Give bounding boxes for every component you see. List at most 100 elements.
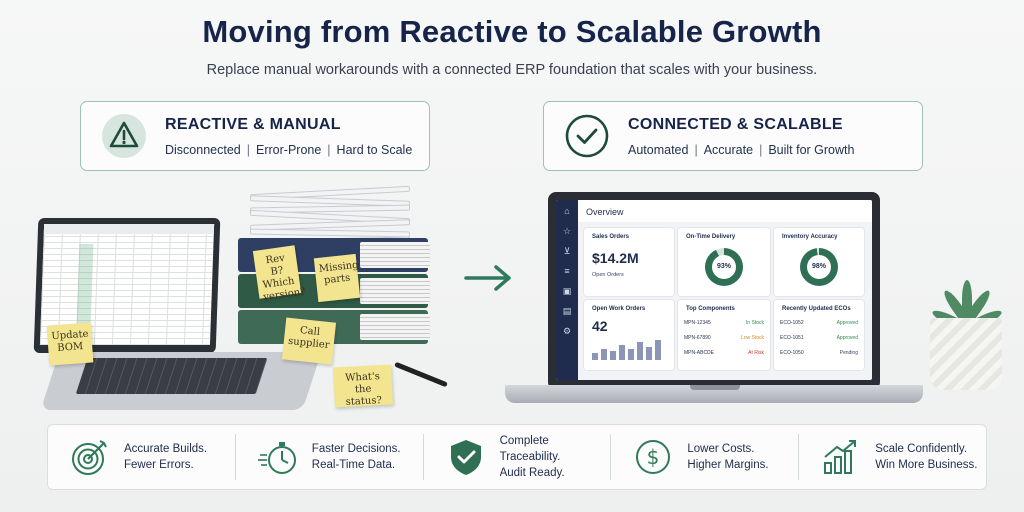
dashboard-sidebar: ⌂ ☆ ⊻ ≡ ▣ ▤ ⚙ xyxy=(556,200,578,380)
list-item[interactable]: ECO-1051 Approved xyxy=(780,335,858,343)
work-order-bar xyxy=(601,349,607,360)
dashboard-laptop-screen: ⌂ ☆ ⊻ ≡ ▣ ▤ ⚙ Overview Sales Orders $14.… xyxy=(548,192,880,390)
list-item[interactable]: MPN-67890 Low Stock xyxy=(684,335,764,343)
benefit-line: Complete Traceability. xyxy=(499,435,561,463)
scalable-state-title: CONNECTED & SCALABLE xyxy=(628,115,843,133)
benefit-line: Scale Confidently. xyxy=(875,443,968,455)
tag: Hard to Scale xyxy=(336,142,413,157)
sticky-note: Update BOM xyxy=(46,322,94,366)
reactive-state-card: REACTIVE & MANUAL Disconnected|Error-Pro… xyxy=(80,101,430,171)
card-title: Sales Orders xyxy=(592,234,630,240)
row-label: ECO-1051 xyxy=(780,335,804,341)
dashboard-header: Overview xyxy=(578,200,872,222)
sales-orders-card[interactable]: Sales Orders $14.2M Open Orders xyxy=(584,228,674,296)
on-time-delivery-card[interactable]: On-Time Delivery 93% xyxy=(678,228,770,296)
tag: Built for Growth xyxy=(768,142,855,157)
benefit-line: Fewer Errors. xyxy=(124,459,194,471)
benefit-line: Faster Decisions. xyxy=(311,443,401,455)
tag: Accurate xyxy=(703,142,754,157)
work-order-bar xyxy=(637,342,643,360)
tag: Error-Prone xyxy=(256,142,322,157)
tag: Automated xyxy=(628,142,689,157)
cart-icon[interactable]: ⊻ xyxy=(563,246,571,256)
work-order-bar xyxy=(646,347,652,360)
scalable-state-tags: Automated|Accurate|Built for Growth xyxy=(628,142,855,157)
work-order-bar xyxy=(655,340,661,360)
arrow-right-icon xyxy=(464,265,511,291)
benefit-item: Scale Confidently.Win More Business. xyxy=(799,434,986,480)
status-badge: Pending xyxy=(839,350,858,356)
status-badge: Low Stock xyxy=(740,335,764,341)
on-time-delivery-donut: 93% xyxy=(705,248,743,286)
benefit-line: Lower Costs. xyxy=(687,443,755,455)
svg-text:$: $ xyxy=(647,445,660,469)
shield-check-icon xyxy=(450,440,481,475)
dollar-icon: $ xyxy=(636,440,671,474)
status-badge: In Stock xyxy=(745,320,764,326)
status-badge: Approved xyxy=(836,335,858,341)
sales-orders-caption: Open Orders xyxy=(592,272,624,278)
status-badge: At Risk xyxy=(748,350,764,356)
list-item[interactable]: MPN-ABCDE At Risk xyxy=(684,350,764,358)
open-work-orders-card[interactable]: Open Work Orders 42 xyxy=(584,300,674,370)
tag: Disconnected xyxy=(165,142,241,157)
row-label: MPN-ABCDE xyxy=(684,350,715,356)
benefit-line: Accurate Builds. xyxy=(124,443,208,455)
home-icon[interactable]: ⌂ xyxy=(564,206,570,216)
page-title: Moving from Reactive to Scalable Growth xyxy=(202,14,822,49)
gear-icon[interactable]: ⚙ xyxy=(562,326,572,336)
row-label: MPN-12345 xyxy=(684,320,711,326)
card-title: On-Time Delivery xyxy=(686,234,736,240)
card-title: Open Work Orders xyxy=(592,306,646,312)
reactive-state-title: REACTIVE & MANUAL xyxy=(165,115,341,133)
benefit-line: Real-Time Data. xyxy=(311,459,396,471)
factory-icon[interactable]: ▤ xyxy=(562,306,572,316)
list-item[interactable]: ECO-1052 Approved xyxy=(780,320,858,328)
star-icon[interactable]: ☆ xyxy=(562,226,572,236)
benefit-item: $ Lower Costs. Higher Margins. xyxy=(611,434,800,480)
work-order-bar xyxy=(610,351,616,360)
sticky-note: What's the status? xyxy=(332,364,394,408)
card-title: Recently Updated ECOs xyxy=(782,306,851,312)
reactive-state-tags: Disconnected|Error-Prone|Hard to Scale xyxy=(165,142,413,157)
growth-chart-icon xyxy=(824,440,857,474)
page-subtitle: Replace manual workarounds with a connec… xyxy=(206,62,818,78)
benefit-item: Complete Traceability. Audit Ready. xyxy=(424,434,612,480)
pen xyxy=(394,361,448,388)
status-badge: Approved xyxy=(836,320,858,326)
open-work-orders-value: 42 xyxy=(592,318,608,334)
check-circle-icon xyxy=(565,114,609,158)
box-icon[interactable]: ▣ xyxy=(562,286,572,296)
target-icon xyxy=(72,440,107,475)
work-order-bar xyxy=(592,353,598,360)
row-label: ECO-1052 xyxy=(780,320,804,326)
scalable-state-card: CONNECTED & SCALABLE Automated|Accurate|… xyxy=(543,101,923,171)
benefit-item: Faster Decisions. Real-Time Data. xyxy=(236,434,424,480)
benefit-line: Audit Ready. xyxy=(499,467,565,479)
list-item[interactable]: ECO-1050 Pending xyxy=(780,350,858,358)
list-item[interactable]: MPN-12345 In Stock xyxy=(684,320,764,328)
work-order-bar xyxy=(628,349,634,360)
inventory-accuracy-value: 98% xyxy=(807,255,831,279)
illustration-scene: Update BOM Rev B? Which version? Missing… xyxy=(0,180,1024,420)
benefit-line: Higher Margins. xyxy=(687,459,769,471)
inventory-accuracy-card[interactable]: Inventory Accuracy 98% xyxy=(774,228,864,296)
laptop-base xyxy=(505,385,923,403)
stopwatch-icon xyxy=(257,442,296,474)
inventory-accuracy-donut: 98% xyxy=(800,248,838,286)
benefits-bar: Accurate Builds. Fewer Errors. Faster Dec… xyxy=(47,424,987,490)
card-title: Inventory Accuracy xyxy=(782,234,838,240)
sticky-note: Rev B? Which version? xyxy=(252,245,306,303)
sales-orders-value: $14.2M xyxy=(592,250,639,266)
erp-dashboard: ⌂ ☆ ⊻ ≡ ▣ ▤ ⚙ Overview Sales Orders $14.… xyxy=(556,200,872,380)
row-label: MPN-67890 xyxy=(684,335,711,341)
list-icon[interactable]: ≡ xyxy=(564,266,570,276)
sticky-note: Call supplier xyxy=(281,317,337,365)
on-time-delivery-value: 93% xyxy=(712,255,736,279)
row-label: ECO-1050 xyxy=(780,350,804,356)
work-order-bar xyxy=(619,345,625,360)
warning-icon xyxy=(102,114,146,158)
benefit-item: Accurate Builds. Fewer Errors. xyxy=(48,434,236,480)
